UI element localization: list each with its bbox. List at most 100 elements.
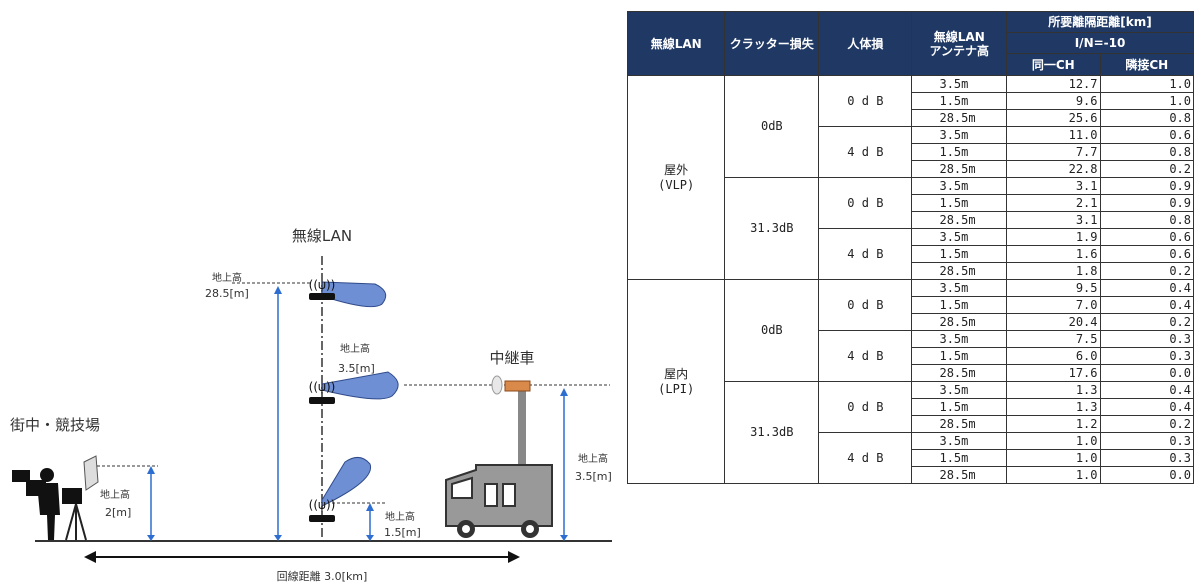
wlan-ap-middle: ((ψ)) (309, 371, 399, 404)
same-ch-distance-cell: 1.9 (1006, 228, 1101, 246)
clutter-cell: 31.3dB (724, 381, 820, 484)
same-ch-distance-cell: 11.0 (1006, 126, 1101, 144)
adj-ch-distance-cell: 0.6 (1099, 245, 1194, 263)
body-loss-cell: 4 d B (818, 330, 913, 382)
header-antenna-height-1: 無線LAN (933, 29, 985, 44)
body-loss-cell: 0 d B (818, 177, 913, 229)
clutter-cell: 0dB (724, 75, 820, 178)
wlan-ap-bottom: ((ψ)) (309, 457, 372, 522)
antenna-height-cell: 28.5m (911, 160, 1008, 178)
group-indoor: 屋内(LPI) (626, 279, 726, 484)
height-label-1-5-b: 1.5[m] (384, 526, 421, 539)
body-loss-cell: 4 d B (818, 228, 913, 280)
body-loss-cell: 4 d B (818, 126, 913, 178)
same-ch-distance-cell: 12.7 (1006, 75, 1101, 93)
same-ch-distance-cell: 25.6 (1006, 109, 1101, 127)
adj-ch-distance-cell: 0.9 (1099, 177, 1194, 195)
height-label-1-5-a: 地上高 (385, 510, 415, 523)
adj-ch-distance-cell: 0.6 (1099, 228, 1194, 246)
adj-ch-distance-cell: 1.0 (1099, 92, 1194, 110)
adj-ch-distance-cell: 0.3 (1099, 330, 1194, 348)
header-adjacent-channel: 隣接CH (1099, 53, 1194, 76)
distance-label: 回線距離 3.0[km] (277, 569, 368, 583)
antenna-height-cell: 28.5m (911, 415, 1008, 433)
body-loss-cell: 4 d B (818, 432, 913, 484)
same-ch-distance-cell: 1.0 (1006, 466, 1101, 484)
height-label-2-b: 2[m] (105, 506, 131, 519)
adj-ch-distance-cell: 0.4 (1099, 381, 1194, 399)
adj-ch-distance-cell: 0.3 (1099, 432, 1194, 450)
adj-ch-distance-cell: 0.2 (1099, 262, 1194, 280)
same-ch-distance-cell: 3.1 (1006, 211, 1101, 229)
same-ch-distance-cell: 1.3 (1006, 398, 1101, 416)
body-loss-cell: 0 d B (818, 381, 913, 433)
group-indoor-type: (LPI) (658, 381, 695, 396)
wlan-ap-top: ((ψ)) (309, 278, 387, 308)
header-wlan: 無線LAN (626, 11, 726, 76)
same-ch-distance-cell: 7.5 (1006, 330, 1101, 348)
svg-text:((ψ)): ((ψ)) (309, 498, 336, 512)
antenna-height-cell: 1.5m (911, 347, 1008, 365)
antenna-height-cell: 28.5m (911, 109, 1008, 127)
antenna-height-cell: 1.5m (911, 449, 1008, 467)
adj-ch-distance-cell: 0.8 (1099, 109, 1194, 127)
same-ch-distance-cell: 1.0 (1006, 432, 1101, 450)
height-label-relay-a: 地上高 (578, 452, 608, 465)
height-label-28-5-a: 地上高 (212, 271, 242, 284)
height-label-3-5-b: 3.5[m] (338, 362, 375, 375)
antenna-height-cell: 28.5m (911, 262, 1008, 280)
svg-text:((ψ)): ((ψ)) (309, 380, 336, 394)
antenna-height-cell: 3.5m (911, 126, 1008, 144)
group-outdoor-name: 屋外 (664, 162, 689, 177)
height-label-3-5-a: 地上高 (340, 342, 370, 355)
relay-vehicle (445, 375, 553, 538)
adj-ch-distance-cell: 0.2 (1099, 415, 1194, 433)
same-ch-distance-cell: 7.7 (1006, 143, 1101, 161)
header-clutter-loss: クラッター損失 (724, 11, 820, 76)
antenna-height-cell: 3.5m (911, 381, 1008, 399)
adj-ch-distance-cell: 0.0 (1099, 466, 1194, 484)
header-required-distance: 所要離隔距離[km] (1006, 11, 1194, 33)
antenna-height-cell: 3.5m (911, 279, 1008, 297)
antenna-height-cell: 1.5m (911, 92, 1008, 110)
antenna-height-cell: 1.5m (911, 245, 1008, 263)
antenna-height-cell: 1.5m (911, 296, 1008, 314)
adj-ch-distance-cell: 0.3 (1099, 347, 1194, 365)
relay-title: 中継車 (489, 349, 534, 367)
antenna-height-cell: 3.5m (911, 330, 1008, 348)
wlan-title: 無線LAN (292, 227, 352, 245)
same-ch-distance-cell: 1.0 (1006, 449, 1101, 467)
same-ch-distance-cell: 7.0 (1006, 296, 1101, 314)
header-body-loss: 人体損 (818, 11, 913, 76)
svg-text:((ψ)): ((ψ)) (309, 278, 336, 292)
antenna-height-cell: 1.5m (911, 398, 1008, 416)
adj-ch-distance-cell: 0.8 (1099, 143, 1194, 161)
adj-ch-distance-cell: 0.4 (1099, 296, 1194, 314)
adj-ch-distance-cell: 0.9 (1099, 194, 1194, 212)
system-diagram: 無線LAN ((ψ)) ((ψ)) ((ψ)) 地上高 28.5[m] 地上高 … (10, 227, 612, 583)
antenna-height-cell: 28.5m (911, 364, 1008, 382)
antenna-height-cell: 3.5m (911, 177, 1008, 195)
height-label-28-5-b: 28.5[m] (205, 287, 249, 300)
same-ch-distance-cell: 1.8 (1006, 262, 1101, 280)
body-loss-cell: 0 d B (818, 75, 913, 127)
same-ch-distance-cell: 9.6 (1006, 92, 1101, 110)
clutter-cell: 0dB (724, 279, 820, 382)
antenna-height-cell: 28.5m (911, 313, 1008, 331)
header-antenna-height-2: アンテナ高 (929, 43, 990, 58)
antenna-height-cell: 3.5m (911, 432, 1008, 450)
group-outdoor: 屋外(VLP) (626, 75, 726, 280)
camera-operator (12, 455, 99, 541)
